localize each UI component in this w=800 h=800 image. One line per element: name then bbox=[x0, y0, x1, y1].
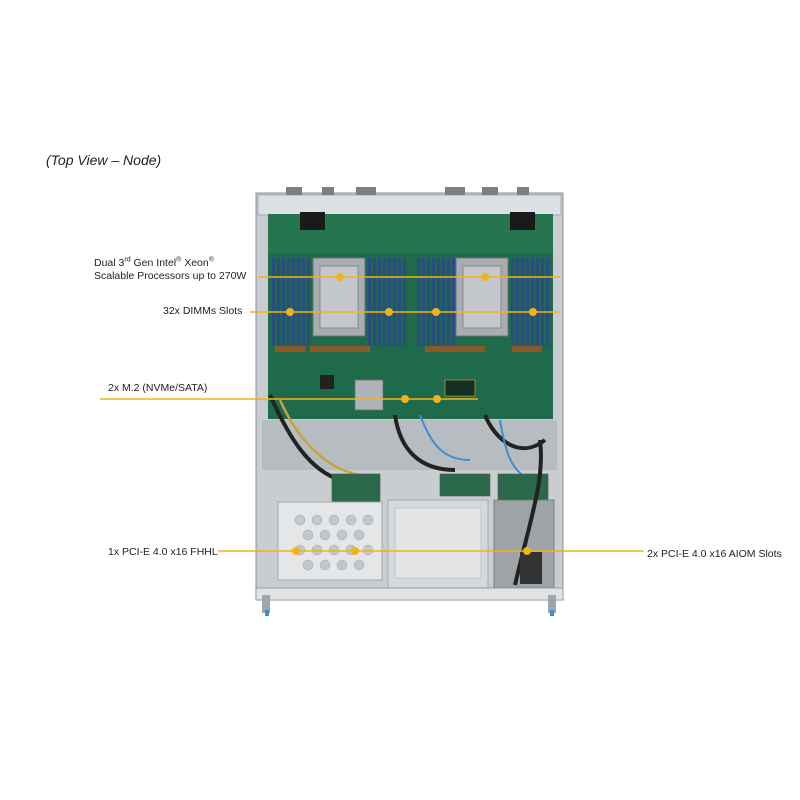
view-caption: (Top View – Node) bbox=[46, 152, 162, 168]
dimm-bank-right bbox=[511, 258, 549, 346]
cpu-label: Dual 3rd Gen Intel® Xeon® Scalable Proce… bbox=[94, 253, 246, 283]
pcie-fhhl-label: 1x PCI-E 4.0 x16 FHHL bbox=[108, 546, 218, 558]
m2-dot-2 bbox=[433, 395, 441, 403]
cpu-label-line2: Scalable Processors up to 270W bbox=[94, 269, 247, 282]
dimm-dot-1 bbox=[286, 308, 294, 316]
cpu-label-line1: Dual 3rd Gen Intel® Xeon® bbox=[94, 256, 214, 269]
m2-dot-1 bbox=[401, 395, 409, 403]
aiom-dot-2 bbox=[523, 547, 531, 555]
dimm-dot-3 bbox=[432, 308, 440, 316]
pcie-dot bbox=[292, 547, 300, 555]
callout-dots bbox=[286, 273, 537, 555]
vent-holes bbox=[294, 514, 374, 571]
aiom-label: 2x PCI-E 4.0 x16 AIOM Slots bbox=[647, 548, 782, 560]
dimm-label: 32x DIMMs Slots bbox=[163, 305, 243, 317]
pcie-fhhl-bay bbox=[277, 501, 383, 581]
m2-label: 2x M.2 (NVMe/SATA) bbox=[108, 382, 208, 394]
cpu-dot-right bbox=[481, 273, 489, 281]
cpu-socket-right bbox=[455, 257, 509, 337]
dimm-bank-left bbox=[272, 258, 310, 346]
cpu-dot-left bbox=[336, 273, 344, 281]
pch-heatsink bbox=[354, 379, 384, 411]
dimm-bank-mid-right bbox=[417, 258, 455, 346]
cpu-socket-left bbox=[312, 257, 366, 337]
callout-lines bbox=[100, 276, 644, 552]
dimm-dot-4 bbox=[529, 308, 537, 316]
aiom-dot-1 bbox=[351, 547, 359, 555]
dimm-dot-2 bbox=[385, 308, 393, 316]
dimm-bank-mid-left bbox=[368, 258, 406, 346]
